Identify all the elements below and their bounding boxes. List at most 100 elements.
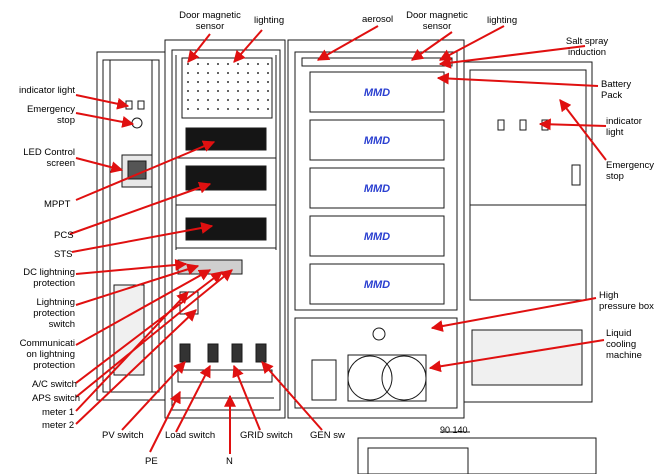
lighting-dot <box>237 90 239 92</box>
grid-switch-icon <box>231 343 243 363</box>
lighting-dot <box>217 99 219 101</box>
lighting-dot <box>237 72 239 74</box>
label-door-sensor-left: Door magnetic sensor <box>179 10 241 32</box>
label-gen-switch: GEN sw <box>310 430 345 441</box>
lighting-dot <box>187 63 189 65</box>
liquid-cooling-fan <box>347 355 393 401</box>
pointer-arrow <box>438 25 505 61</box>
lighting-dot <box>247 90 249 92</box>
lighting-dot <box>227 63 229 65</box>
label-pcs: PCS <box>54 230 74 241</box>
lighting-dot <box>237 108 239 110</box>
pointer-arrow <box>233 29 263 63</box>
lighting-dot <box>267 99 269 101</box>
lighting-dot <box>187 108 189 110</box>
lighting-dot <box>207 72 209 74</box>
lighting-dot <box>257 81 259 83</box>
lighting-dot <box>257 72 259 74</box>
lighting-dot <box>207 63 209 65</box>
lighting-dot <box>237 81 239 83</box>
battery-logo: MMD <box>364 135 390 147</box>
pointer-arrow <box>316 25 379 61</box>
lighting-dot <box>187 99 189 101</box>
lighting-dot <box>187 90 189 92</box>
label-aps-switch: APS switch <box>32 393 81 404</box>
lighting-dot <box>227 108 229 110</box>
lighting-dot <box>247 81 249 83</box>
label-salt-spray: Salt spray induction <box>565 36 609 58</box>
lighting-dot <box>217 81 219 83</box>
pcs-vent <box>185 165 267 191</box>
pointer-arrow <box>75 157 124 174</box>
lighting-dot <box>197 90 199 92</box>
pointer-arrow <box>75 263 200 306</box>
lighting-dot <box>197 108 199 110</box>
lighting-dot <box>267 81 269 83</box>
battery-logo: MMD <box>364 231 390 243</box>
lighting-dot <box>237 99 239 101</box>
pointer-arrow <box>428 339 605 373</box>
lighting-dot <box>217 72 219 74</box>
lightning-protection-rail <box>177 259 243 275</box>
pointer-arrow <box>538 118 607 131</box>
lighting-dot <box>267 63 269 65</box>
lighting-dot <box>257 63 259 65</box>
label-indicator-light-right: indicator light <box>606 116 642 138</box>
lighting-dot <box>217 90 219 92</box>
pointer-arrow <box>411 31 453 61</box>
pointer-arrow <box>69 181 212 235</box>
gen-switch-icon <box>255 343 267 363</box>
pointer-arrow <box>75 259 188 275</box>
pointer-arrow <box>559 99 607 161</box>
label-emergency-stop-right: Emergency stop <box>606 160 655 182</box>
lighting-dot <box>197 81 199 83</box>
dimension-label: 90 140 <box>440 425 468 435</box>
label-grid-switch: GRID switch <box>240 430 293 441</box>
label-aerosol: aerosol <box>362 14 394 25</box>
lighting-dot <box>247 63 249 65</box>
pointer-arrow <box>149 390 181 453</box>
battery-logo: MMD <box>364 279 390 291</box>
label-ac-switch: A/C switch <box>32 379 77 390</box>
pointer-arrow <box>75 291 189 412</box>
right-door <box>463 61 593 403</box>
label-pv-switch: PV switch <box>102 430 144 441</box>
pointer-arrow <box>75 140 216 201</box>
lighting-dot <box>227 99 229 101</box>
lighting-dot <box>197 72 199 74</box>
pointer-arrow <box>175 364 211 433</box>
high-pressure-box <box>294 317 458 409</box>
lighting-dot <box>257 90 259 92</box>
lighting-dot <box>197 99 199 101</box>
lighting-dot <box>227 81 229 83</box>
label-emergency-stop-left: Emergency stop <box>26 104 75 126</box>
label-sts: STS <box>54 249 73 260</box>
lighting-dot <box>217 63 219 65</box>
lighting-dot <box>247 99 249 101</box>
label-door-sensor-right: Door magnetic sensor <box>406 10 468 32</box>
pointer-arrow <box>75 271 223 384</box>
label-led-control: LED Control screen <box>23 147 75 169</box>
lighting-dot <box>187 72 189 74</box>
pointer-arrow <box>187 33 211 63</box>
pointer-arrow <box>232 364 261 431</box>
pointer-arrow <box>75 309 197 425</box>
lighting-dot <box>207 81 209 83</box>
lighting-dot <box>267 90 269 92</box>
pointer-arrow <box>121 361 186 431</box>
pointer-arrow <box>436 72 599 87</box>
label-load-switch: Load switch <box>165 430 216 441</box>
lighting-dot <box>227 72 229 74</box>
lighting-dot <box>257 108 259 110</box>
lighting-dot <box>207 90 209 92</box>
label-lighting-left: lighting <box>254 15 285 26</box>
pointer-arrow <box>75 112 135 128</box>
label-lightning-switch: Lightning protection switch <box>33 297 75 330</box>
lighting-dot <box>257 99 259 101</box>
pointer-arrow <box>261 361 323 431</box>
label-battery-pack: Battery Pack <box>601 79 632 101</box>
lighting-dot <box>207 108 209 110</box>
lighting-dot <box>197 63 199 65</box>
load-switch-icon <box>207 343 219 363</box>
